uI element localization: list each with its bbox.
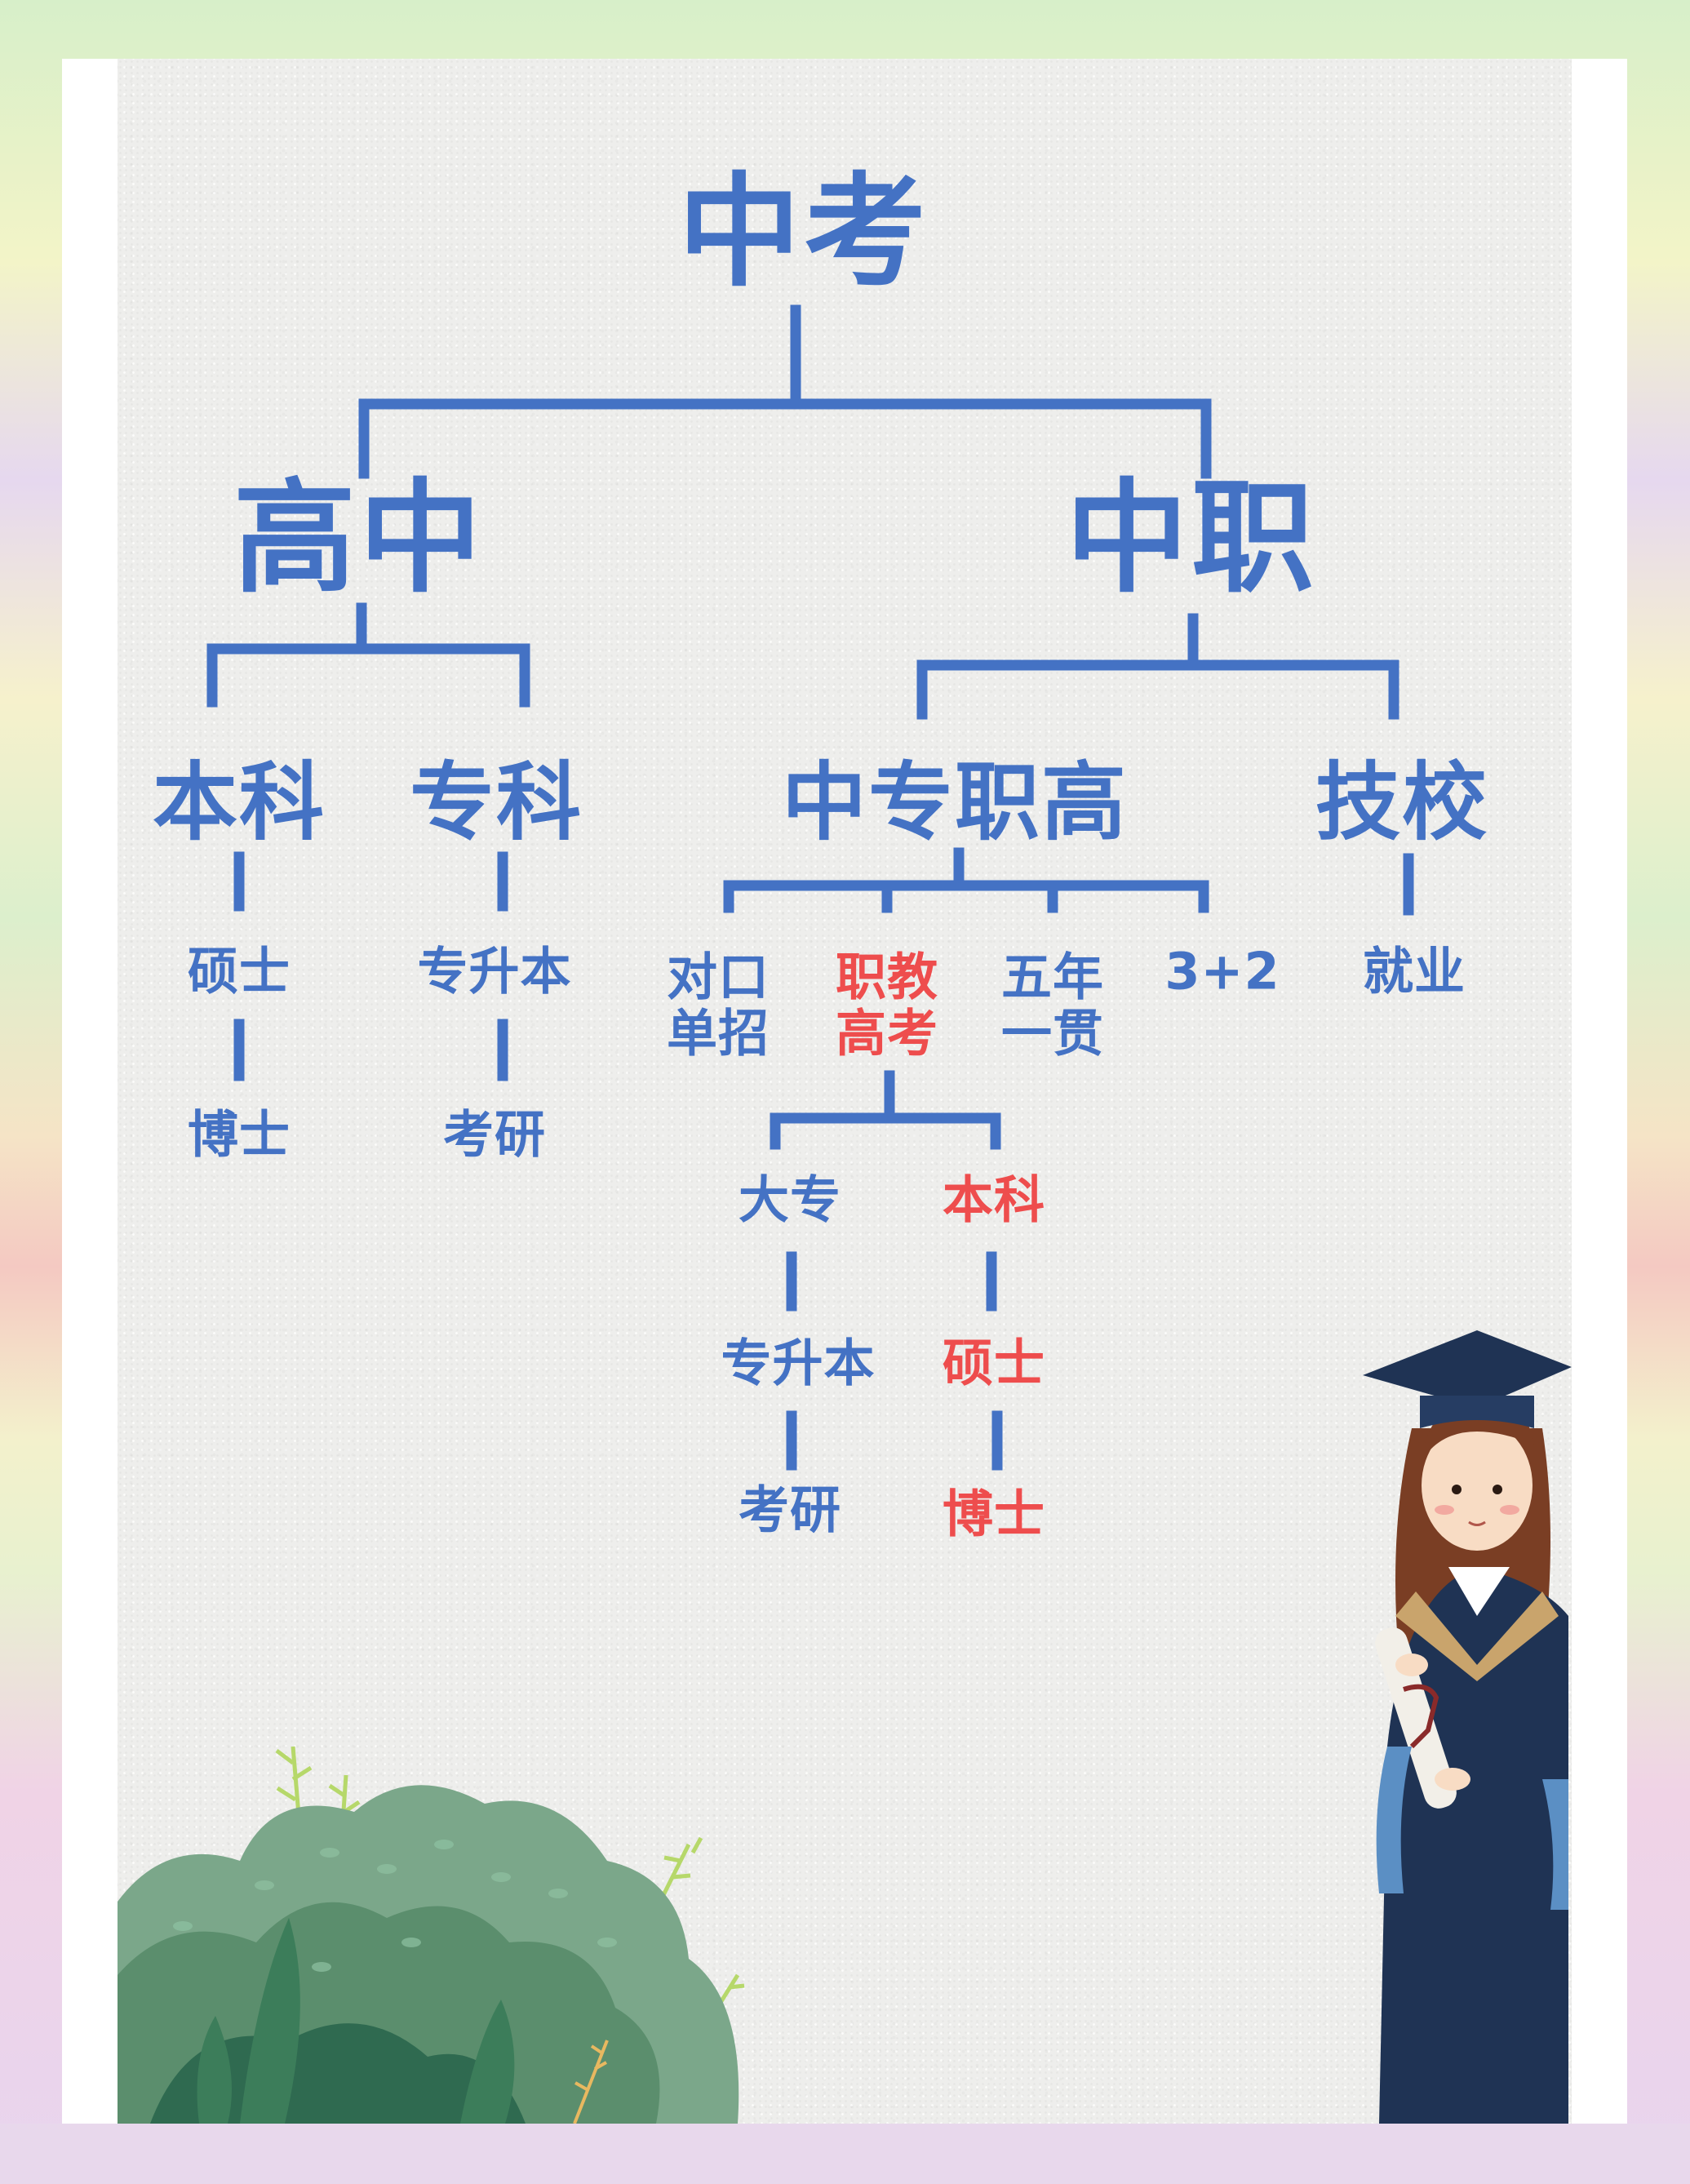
- node-wunian-yiguan: 五年 一贯: [1000, 947, 1105, 1063]
- node-shuoshi-red: 硕士: [942, 1333, 1046, 1393]
- node-zhuanshengben-2: 专升本: [721, 1333, 876, 1393]
- zhijiao-line2: 高考: [835, 1004, 939, 1063]
- bottom-band: [0, 2124, 1690, 2184]
- node-kaoyan: 考研: [442, 1104, 547, 1165]
- node-jixiao: 技校: [1315, 752, 1489, 852]
- node-jiuye: 就业: [1362, 941, 1466, 1001]
- wunian-line2: 一贯: [1000, 1004, 1105, 1063]
- node-zhijiao-gaokao: 职教 高考: [835, 947, 939, 1063]
- node-boshi: 博士: [187, 1104, 291, 1165]
- node-dazhuan: 大专: [738, 1170, 842, 1230]
- node-benke: 本科: [152, 752, 326, 852]
- wunian-line1: 五年: [1000, 947, 1105, 1007]
- node-benke-red: 本科: [942, 1170, 1046, 1230]
- node-gaozhong: 高中: [233, 468, 486, 610]
- node-zhuanshengben: 专升本: [417, 941, 572, 1001]
- node-shuoshi: 硕士: [187, 941, 291, 1001]
- node-zhuanke: 专科: [409, 752, 583, 852]
- duikou-line1: 对口: [666, 947, 770, 1007]
- duikou-line2: 单招: [666, 1004, 770, 1063]
- graduate-girl-illustration: [1363, 1330, 1572, 2124]
- node-duikou-danzhao: 对口 单招: [666, 947, 770, 1063]
- bush-illustration: [118, 1746, 745, 2124]
- node-three-plus-two: 3+2: [1164, 941, 1280, 1001]
- root-zhongkao: 中考: [677, 162, 930, 304]
- node-zhongzhuan-zhigao: 中专职高: [781, 752, 1129, 852]
- node-zhongzhi: 中职: [1065, 468, 1318, 610]
- node-boshi-red: 博士: [942, 1484, 1046, 1544]
- zhijiao-line1: 职教: [835, 947, 939, 1007]
- node-kaoyan-2: 考研: [738, 1480, 842, 1540]
